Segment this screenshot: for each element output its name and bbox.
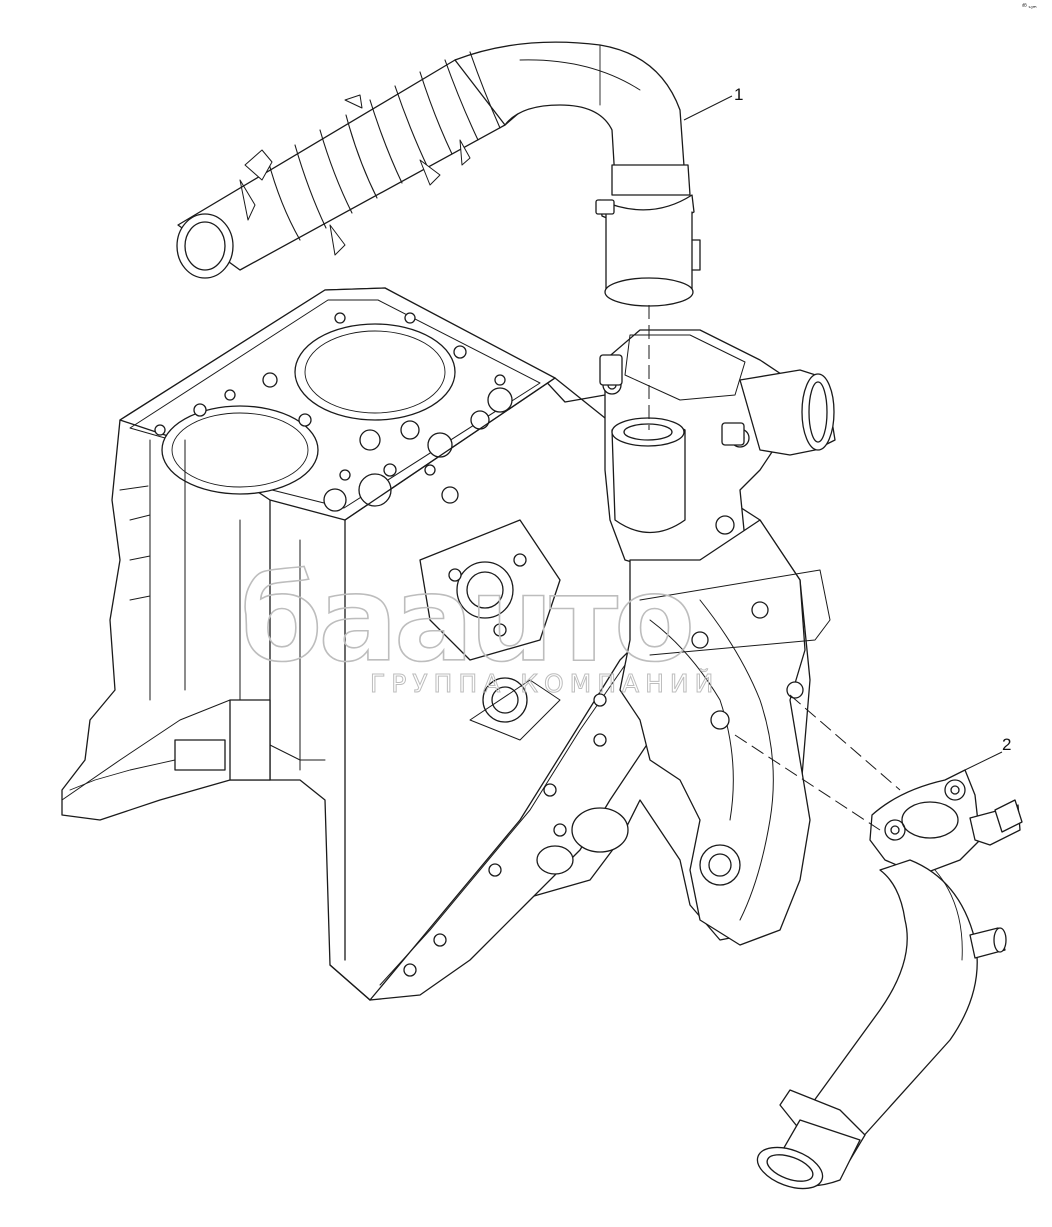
watermark-brand: бааuтo — [240, 550, 691, 688]
boss-hole — [456, 561, 514, 619]
callout-2: 2 — [964, 735, 1011, 771]
cylinder-bore-2 — [161, 405, 319, 495]
lower-pipe — [756, 769, 1023, 1190]
manifold — [619, 519, 831, 946]
upper-hose — [176, 41, 701, 307]
callout-number-1: 1 — [734, 85, 743, 104]
cylinder-bore-1 — [294, 323, 456, 421]
watermark-subtitle: ГРУППА КОМПАНИЙ — [370, 669, 719, 698]
callout-number-2: 2 — [1002, 735, 1011, 754]
thermostat-housing — [599, 329, 836, 571]
side-outlet — [801, 373, 835, 451]
watermark: бааuтo ГРУППА КОМПАНИЙ — [239, 549, 719, 698]
callout-1: 1 — [683, 85, 743, 121]
pipe-outlet — [756, 1146, 824, 1190]
assembly-lines — [648, 305, 901, 831]
corner-mark: ᵈᴮ ₛₒₘ — [1022, 3, 1037, 10]
hose-end — [176, 213, 234, 279]
